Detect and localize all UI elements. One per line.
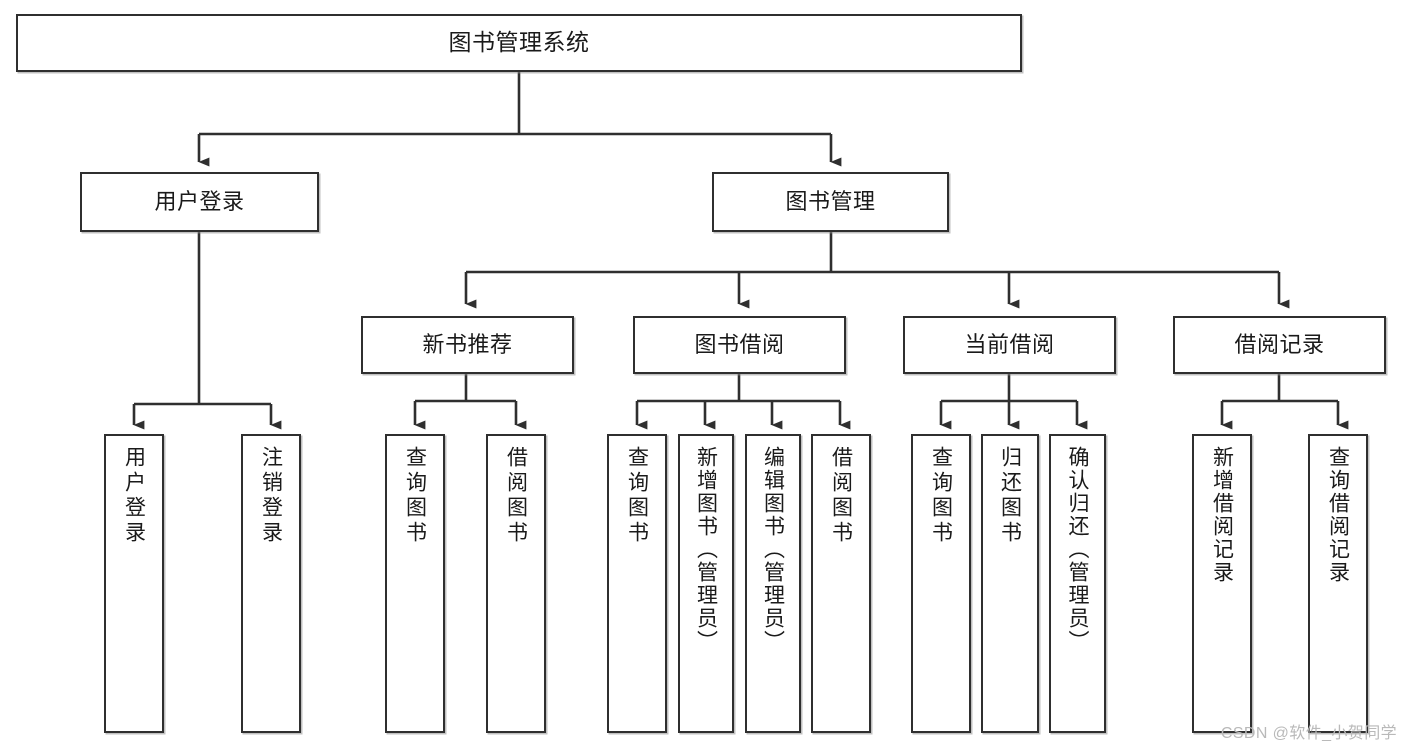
node-label: 借阅图书 xyxy=(504,446,528,546)
node-label: 新增图书（管理员） xyxy=(694,446,718,653)
node-label: 新书推荐 xyxy=(422,331,513,357)
node-label: 查询图书 xyxy=(929,446,953,546)
node-label: 借阅图书 xyxy=(829,446,853,546)
node-label: 编辑图书（管理员） xyxy=(761,446,785,653)
leaf-query-book-1[interactable]: 查询图书 xyxy=(385,434,445,733)
node-label: 查询图书 xyxy=(625,446,649,546)
node-label: 图书管理 xyxy=(785,188,876,214)
leaf-borrow-book-1[interactable]: 借阅图书 xyxy=(486,434,546,733)
leaf-query-book-3[interactable]: 查询图书 xyxy=(911,434,971,733)
node-label: 查询图书 xyxy=(403,446,427,546)
leaf-edit-book[interactable]: 编辑图书（管理员） xyxy=(745,434,801,733)
node-label: 图书管理系统 xyxy=(448,29,590,56)
leaf-query-record[interactable]: 查询借阅记录 xyxy=(1308,434,1368,733)
leaf-user-login[interactable]: 用户登录 xyxy=(104,434,164,733)
node-label: 确认归还（管理员） xyxy=(1066,446,1089,653)
node-label: 借阅记录 xyxy=(1234,331,1325,357)
node-label: 归还图书 xyxy=(998,446,1022,546)
node-label: 当前借阅 xyxy=(964,331,1055,357)
node-book-borrow[interactable]: 图书借阅 xyxy=(633,316,846,374)
leaf-logout-login[interactable]: 注销登录 xyxy=(241,434,301,733)
leaf-return-book[interactable]: 归还图书 xyxy=(981,434,1039,733)
csdn-watermark: CSDN @软件_小贺同学 xyxy=(1220,725,1397,742)
node-label: 图书借阅 xyxy=(694,331,785,357)
node-label: 新增借阅记录 xyxy=(1210,446,1234,584)
node-borrow-record[interactable]: 借阅记录 xyxy=(1173,316,1386,374)
leaf-query-book-2[interactable]: 查询图书 xyxy=(607,434,667,733)
node-book-manage[interactable]: 图书管理 xyxy=(712,172,949,232)
node-label: 用户登录 xyxy=(154,188,245,214)
leaf-borrow-book-2[interactable]: 借阅图书 xyxy=(811,434,871,733)
leaf-add-record[interactable]: 新增借阅记录 xyxy=(1192,434,1252,733)
node-new-book-recommend[interactable]: 新书推荐 xyxy=(361,316,574,374)
node-current-borrow[interactable]: 当前借阅 xyxy=(903,316,1116,374)
leaf-confirm-return[interactable]: 确认归还（管理员） xyxy=(1049,434,1106,733)
node-label: 用户登录 xyxy=(122,446,146,546)
node-label: 注销登录 xyxy=(259,446,283,546)
node-user-login[interactable]: 用户登录 xyxy=(80,172,319,232)
leaf-add-book[interactable]: 新增图书（管理员） xyxy=(678,434,734,733)
node-root-system[interactable]: 图书管理系统 xyxy=(16,14,1022,72)
node-label: 查询借阅记录 xyxy=(1326,446,1350,584)
